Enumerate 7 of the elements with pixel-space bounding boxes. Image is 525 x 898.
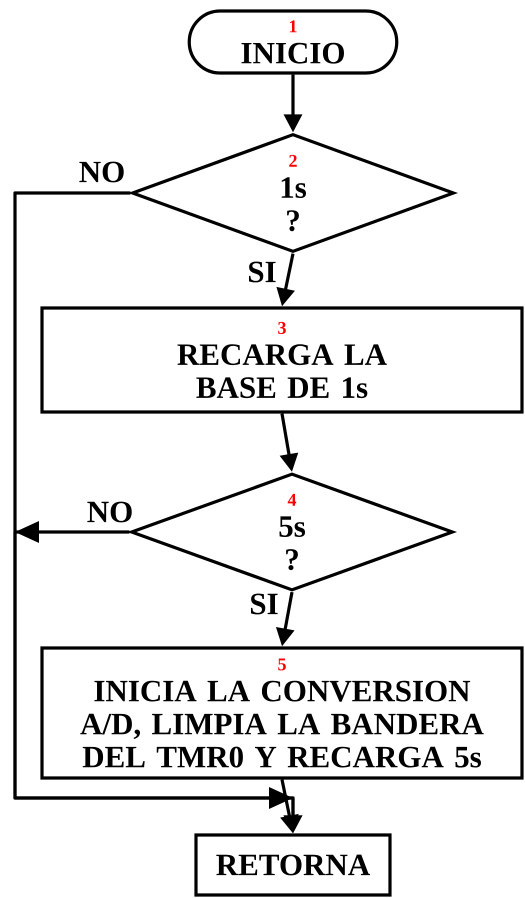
edge-label: NO: [78, 160, 126, 184]
process-box: 3 RECARGA LA BASE DE 1s: [40, 306, 524, 414]
edge-label: SI: [248, 592, 280, 616]
edge-label: SI: [246, 260, 278, 284]
process-box: 5 INICIA LA CONVERSION A/D, LIMPIA LA BANDERA DEL TMR0 Y RECARGA 5s: [40, 646, 524, 780]
terminal-box: 1 INICIO: [188, 9, 398, 75]
process-box: RETORNA: [194, 833, 392, 897]
